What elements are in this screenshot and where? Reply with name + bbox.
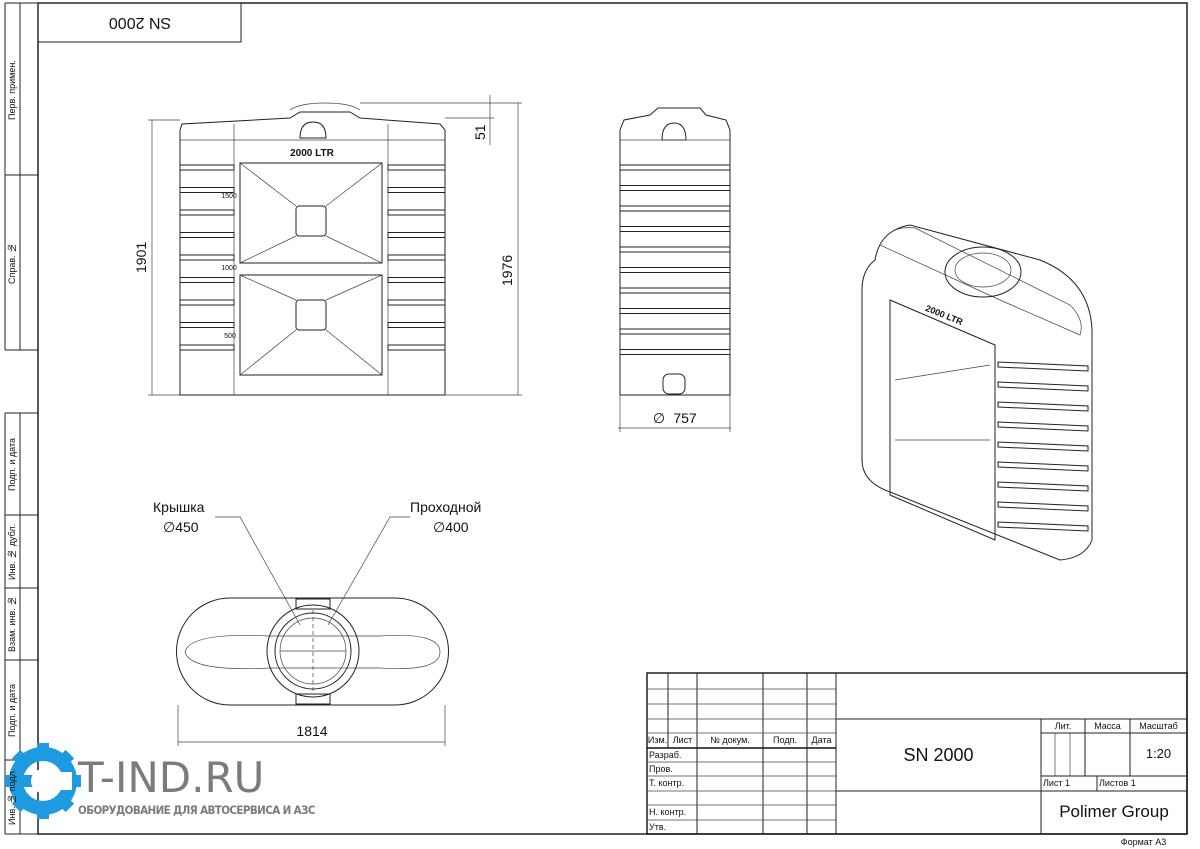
front-rib [179,209,235,216]
front-rib [387,277,446,283]
front-rib [387,344,446,351]
front-rib [179,232,235,238]
lit-label: Лит. [1054,721,1072,731]
watermark-tagline: ОБОРУДОВАНИЕ ДЛЯ АВТОСЕРВИСА И АЗС [78,803,315,817]
role-t-kontr: Т. контр. [649,778,685,788]
role-prov: Пров. [649,764,673,774]
front-rib [179,299,235,306]
header-date: Дата [811,735,832,745]
drawing-frame [4,2,1188,835]
front-rib [387,164,446,171]
front-rib [387,209,446,216]
side-rib [619,185,731,191]
iso-rib [997,381,1089,392]
top-view [176,516,449,746]
front-rib [387,322,446,328]
front-rib [387,187,446,193]
designation: SN 2000 [903,745,974,765]
front-view [148,95,522,396]
side-label-vzam-inv: Взам. инв. № [7,595,17,653]
role-n-kontr: Н. контр. [649,807,687,817]
gear-tooth [37,807,49,819]
iso-rib [997,401,1089,412]
side-rib [619,205,731,212]
format-label: Формат А3 [1120,837,1167,847]
lid-label: Крышка [153,499,205,515]
sheet-label: Лист 1 [1043,778,1071,788]
level-mark-1500: 1500 [221,193,237,200]
header-izm: Изм. [647,735,668,745]
front-capacity-label: 2000 LTR [290,148,334,159]
iso-rib [997,481,1089,492]
front-rib [179,344,235,351]
side-rib [619,308,731,314]
side-rib [619,246,731,253]
mass-label: Масса [1094,721,1121,731]
dim-lid-51: 51 [472,124,488,140]
role-utv: Утв. [649,822,667,832]
level-mark-500: 500 [224,333,236,340]
side-rib [619,349,731,355]
gear-wrench-icon [5,743,81,819]
side-label-inv-dubl: Инв. № дубл. [7,523,17,580]
side-rib [619,267,731,273]
side-rib [619,328,731,335]
dim-width-757: 757 [673,410,697,426]
role-razrab: Разраб. [649,750,682,760]
isometric-view [861,224,1093,561]
sheets-label: Листов 1 [1099,778,1136,788]
watermark-brand: T-IND.RU [78,753,265,802]
iso-rib [997,461,1089,472]
manhole-label: Проходной [410,499,482,515]
side-label-inv-podl: Инв. № подл. [7,768,17,826]
header-signature: Подп. [773,735,797,745]
side-label-perv-primen: Перв. примен. [7,60,17,120]
side-view [618,107,731,432]
level-mark-1000: 1000 [221,265,237,272]
front-rib [179,277,235,283]
side-label-sprav: Справ. № [7,242,17,284]
iso-rib [997,501,1089,512]
dim-height-1901: 1901 [133,241,149,273]
side-label-podp-data-1: Подп. и дата [7,437,17,491]
side-rib [619,226,731,232]
gear-tooth [37,743,49,755]
front-rib [179,187,235,193]
dim-diameter-symbol: ∅ [652,410,666,426]
iso-rib [997,521,1089,532]
top-stamp-text: SN 2000 [108,14,172,31]
header-doc-no: № докум. [710,735,750,745]
scale-value: 1:20 [1145,746,1172,761]
scale-label: Масштаб [1139,721,1178,731]
header-list: Лист [672,735,693,745]
side-rib [619,164,731,171]
iso-rib [997,361,1089,372]
front-rib [179,254,235,261]
front-rib [387,232,446,238]
side-rib [619,287,731,294]
front-rib [179,322,235,328]
manhole-diameter: ∅400 [433,519,469,535]
front-rib [387,254,446,261]
organization: Polimer Group [1059,802,1169,821]
title-block [646,672,1188,835]
front-rib [387,299,446,306]
front-rib [179,164,235,171]
dim-height-1976: 1976 [499,254,515,286]
iso-rib [997,441,1089,452]
iso-rib [997,421,1089,432]
lid-diameter: ∅450 [163,519,199,535]
dim-length-1814: 1814 [296,723,328,739]
side-label-podp-data-2: Подп. и дата [7,683,17,737]
